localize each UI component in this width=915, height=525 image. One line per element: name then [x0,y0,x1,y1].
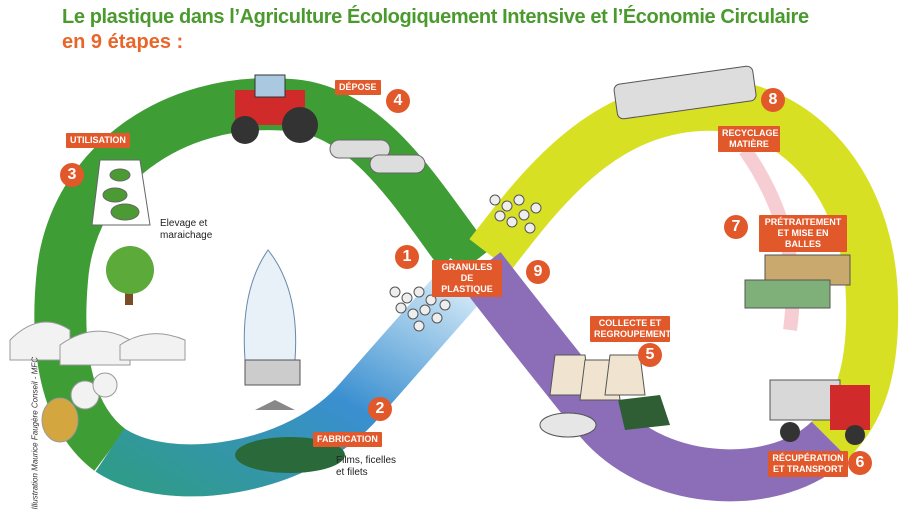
step-5-badge: 5 [638,343,662,367]
step-8-label: RECYCLAGE MATIÈRE [718,126,780,152]
step-3-label: UTILISATION [66,133,130,148]
illustration-credit: Illustration Maurice Faugère Conseil - M… [30,357,40,510]
yellow-loop-segment [469,78,899,459]
page-subtitle: en 9 étapes : [62,31,184,53]
step-7-badge: 7 [724,215,748,239]
page-title: Le plastique dans l’Agriculture Écologiq… [62,6,809,28]
step-7-label: PRÉTRAITEMENT ET MISE EN BALLES [759,215,847,252]
step-4-label: DÉPOSE [335,80,381,95]
step-6-badge: 6 [848,451,872,475]
field-cards-illustration [91,159,151,226]
greenhouse-illustration [9,321,186,443]
bales-illustration [744,254,851,309]
elevage-note: Elevage et maraichage [160,218,213,241]
truck-illustration [769,379,870,445]
step-6-label: RÉCUPÉRATION ET TRANSPORT [768,451,848,477]
step-3-badge: 3 [60,163,84,187]
step-2-label: FABRICATION [313,432,382,447]
step-5-label: COLLECTE ET REGROUPEMENT [590,316,671,342]
blue-loop-segment [95,257,490,497]
step-9-label: GRANULES DE PLASTIQUE [432,260,502,297]
recycling-machine-illustration [613,65,757,120]
tractor-illustration [231,74,318,144]
step-4-badge: 4 [386,89,410,113]
step-8-badge: 8 [761,88,785,112]
films-note: Films, ficelles et filets [336,455,397,478]
film-rolls-illustration [329,139,426,174]
step-9-badge: 9 [526,260,550,284]
step-2-badge: 2 [368,397,392,421]
plastic-granules [389,194,542,332]
collection-bags-illustration [539,354,670,438]
tree-illustration [106,246,154,305]
step-1-badge: 1 [395,245,419,269]
